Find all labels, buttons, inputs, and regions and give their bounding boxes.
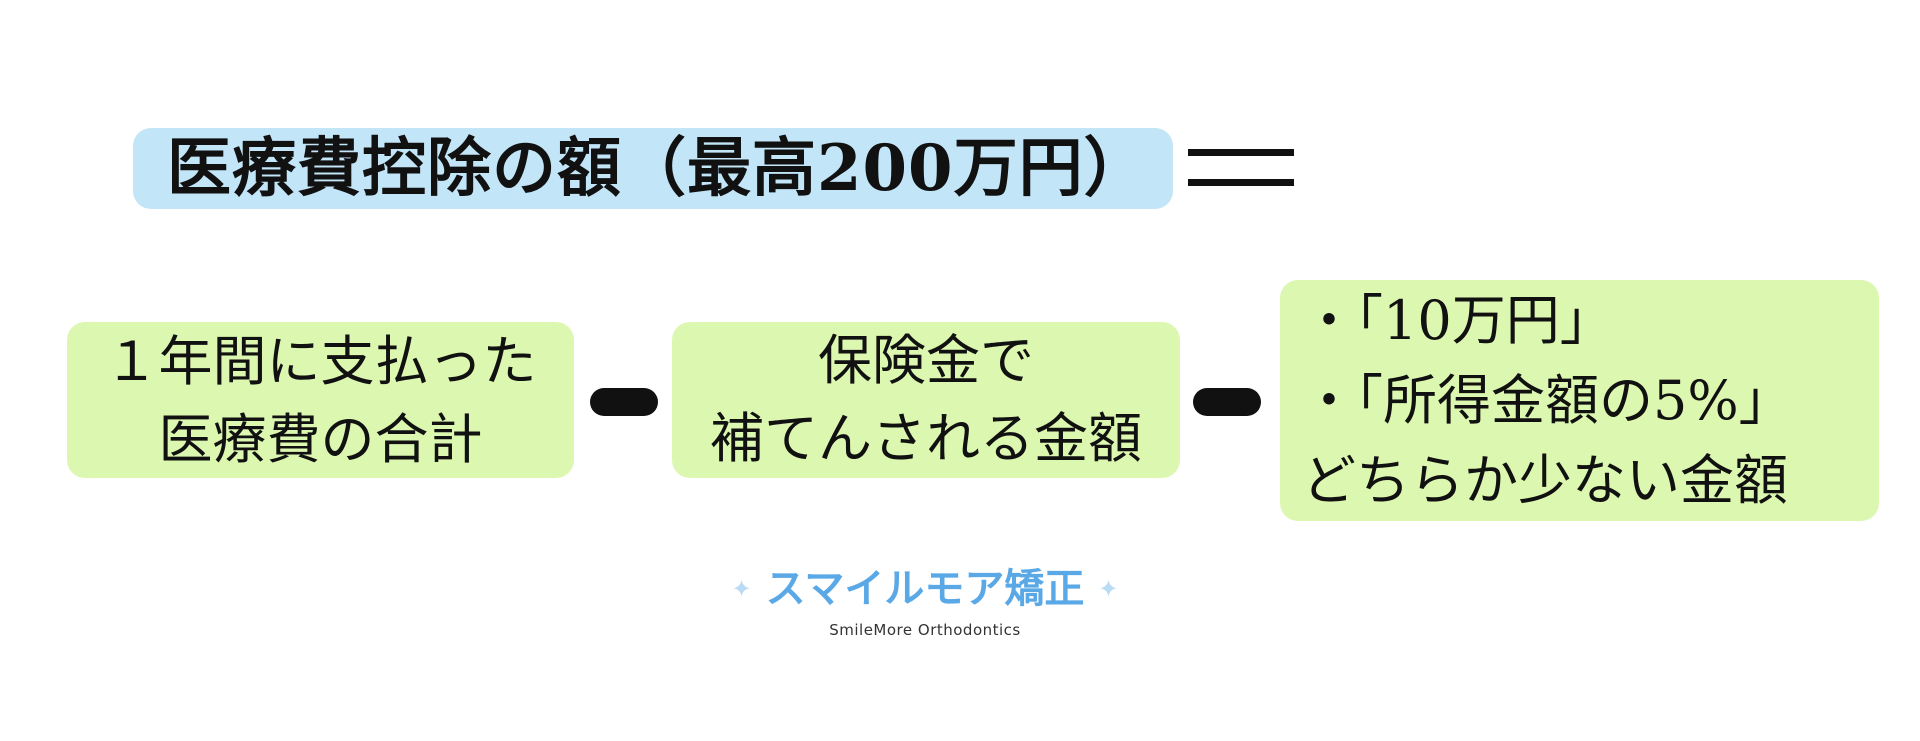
logo-name: スマイルモア矯正 <box>765 566 1085 612</box>
term-3-line-1: ・「10万円」 <box>1302 288 1614 352</box>
term-deduction-threshold: ・「10万円」 ・「所得金額の5%」 どちらか少ない金額 <box>1280 280 1879 521</box>
term-2-line-2: 補てんされる金額 <box>710 407 1142 470</box>
sparkle-icon: ✦ <box>731 575 752 603</box>
formula-title-box: 医療費控除の額（最高200万円） <box>133 128 1173 209</box>
term-1-line-2: 医療費の合計 <box>158 408 483 471</box>
minus-sign-2 <box>1193 388 1261 416</box>
term-2-line-1: 保険金で <box>818 329 1034 392</box>
term-annual-medical-expenses: １年間に支払った 医療費の合計 <box>67 322 574 478</box>
equals-bar-top <box>1188 149 1294 156</box>
sparkle-icon: ✦ <box>1098 575 1119 603</box>
equals-sign <box>1188 149 1294 189</box>
formula-title: 医療費控除の額（最高200万円） <box>167 130 1149 206</box>
minus-sign-1 <box>590 388 658 416</box>
logo-subtitle: SmileMore Orthodontics <box>829 621 1021 639</box>
term-insurance-compensation: 保険金で 補てんされる金額 <box>672 322 1180 478</box>
logo-main-row: ✦ スマイルモア矯正 ✦ <box>725 565 1125 613</box>
equals-bar-bottom <box>1188 179 1294 186</box>
brand-logo: ✦ スマイルモア矯正 ✦ SmileMore Orthodontics <box>725 565 1125 639</box>
term-3-line-2: ・「所得金額の5%」 <box>1302 368 1793 432</box>
term-1-line-1: １年間に支払った <box>104 330 537 393</box>
term-3-line-3: どちらか少ない金額 <box>1302 448 1788 512</box>
